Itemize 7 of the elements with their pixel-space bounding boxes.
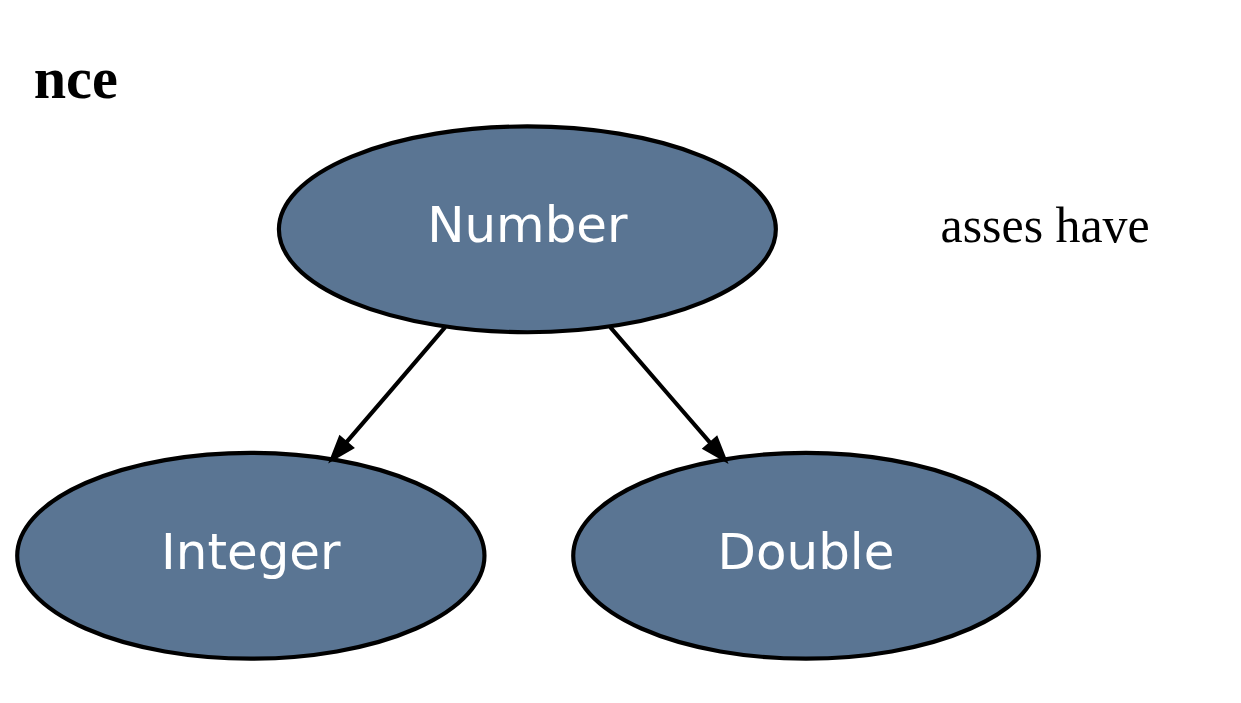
arrow bbox=[328, 325, 447, 464]
diagram-title: nce bbox=[33, 45, 118, 111]
node-ellipse: Number bbox=[276, 123, 778, 334]
node-ellipse: Double bbox=[571, 450, 1041, 661]
node-ellipse: Integer bbox=[15, 450, 487, 661]
label: asses have bbox=[940, 197, 1150, 253]
arrow bbox=[608, 325, 729, 464]
